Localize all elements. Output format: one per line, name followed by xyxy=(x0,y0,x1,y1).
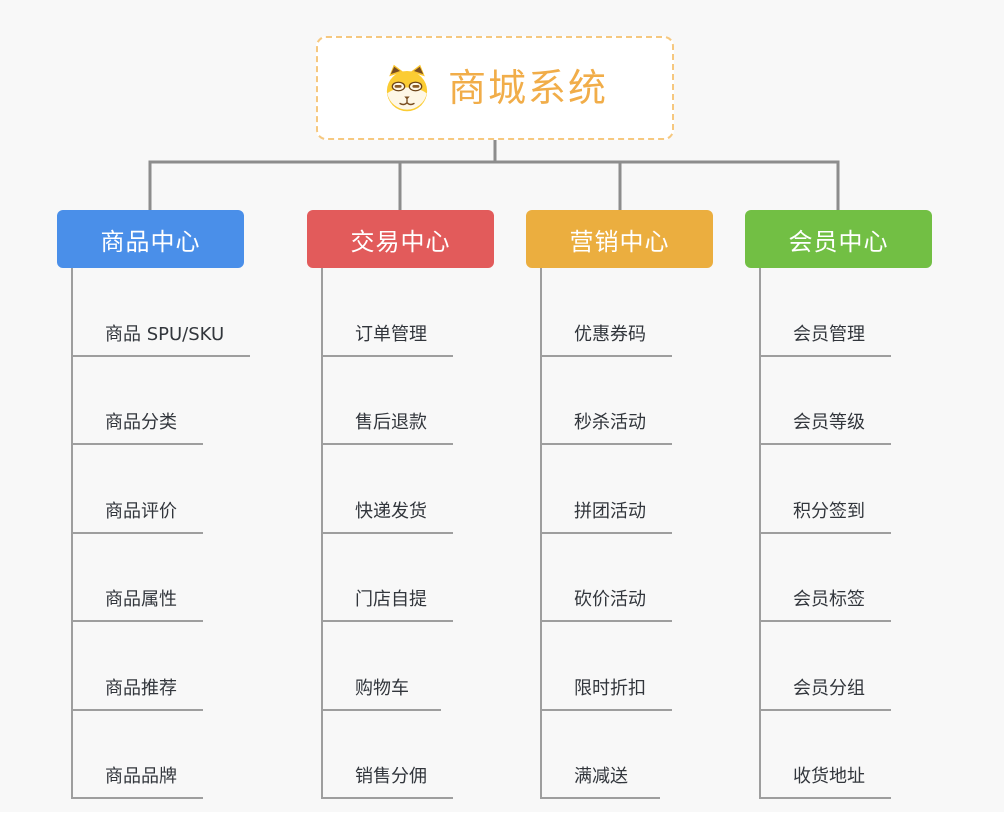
branch-trade-center[interactable]: 交易中心 xyxy=(307,210,494,268)
child-topic[interactable]: 订单管理 xyxy=(321,268,453,357)
branch-trunk-line xyxy=(759,268,761,799)
child-topic[interactable]: 商品评价 xyxy=(71,445,203,534)
branch-trunk-line xyxy=(540,268,542,799)
branch-member-center[interactable]: 会员中心 xyxy=(745,210,932,268)
child-topic[interactable]: 销售分佣 xyxy=(321,711,453,799)
child-topic[interactable]: 会员等级 xyxy=(759,357,891,445)
branch-label: 商品中心 xyxy=(100,227,201,256)
child-topic[interactable]: 秒杀活动 xyxy=(540,357,672,445)
branch-children-trade: 订单管理售后退款快递发货门店自提购物车销售分佣 xyxy=(321,268,453,799)
child-topic[interactable]: 优惠券码 xyxy=(540,268,672,357)
child-topic[interactable]: 商品品牌 xyxy=(71,711,203,799)
branch-children-member: 会员管理会员等级积分签到会员标签会员分组收货地址 xyxy=(759,268,891,799)
branch-label: 营销中心 xyxy=(569,227,670,256)
child-topic[interactable]: 拼团活动 xyxy=(540,445,672,534)
child-topic[interactable]: 商品推荐 xyxy=(71,622,203,711)
branch-trunk-line xyxy=(71,268,73,799)
branch-trunk-line xyxy=(321,268,323,799)
child-topic[interactable]: 满减送 xyxy=(540,711,660,799)
child-topic[interactable]: 商品属性 xyxy=(71,534,203,622)
child-topic[interactable]: 门店自提 xyxy=(321,534,453,622)
child-topic[interactable]: 收货地址 xyxy=(759,711,891,799)
child-topic[interactable]: 快递发货 xyxy=(321,445,453,534)
child-topic[interactable]: 商品 SPU/SKU xyxy=(71,268,251,357)
branch-label: 交易中心 xyxy=(350,227,451,256)
child-topic[interactable]: 积分签到 xyxy=(759,445,891,534)
child-topic[interactable]: 限时折扣 xyxy=(540,622,672,711)
root-title: 商城系统 xyxy=(447,66,608,110)
child-topic[interactable]: 商品分类 xyxy=(71,357,203,445)
branch-product-center[interactable]: 商品中心 xyxy=(57,210,244,268)
child-topic[interactable]: 售后退款 xyxy=(321,357,453,445)
child-topic[interactable]: 砍价活动 xyxy=(540,534,672,622)
canvas-bottom-edge xyxy=(0,812,1004,840)
child-topic[interactable]: 会员标签 xyxy=(759,534,891,622)
branch-label: 会员中心 xyxy=(788,227,889,256)
child-topic[interactable]: 购物车 xyxy=(321,622,441,711)
root-node[interactable]: 商城系统 xyxy=(316,36,674,140)
branch-marketing-center[interactable]: 营销中心 xyxy=(526,210,713,268)
child-topic[interactable]: 会员分组 xyxy=(759,622,891,711)
shiba-dog-icon xyxy=(386,64,428,112)
branch-children-marketing: 优惠券码秒杀活动拼团活动砍价活动限时折扣满减送 xyxy=(540,268,672,799)
child-topic[interactable]: 会员管理 xyxy=(759,268,891,357)
